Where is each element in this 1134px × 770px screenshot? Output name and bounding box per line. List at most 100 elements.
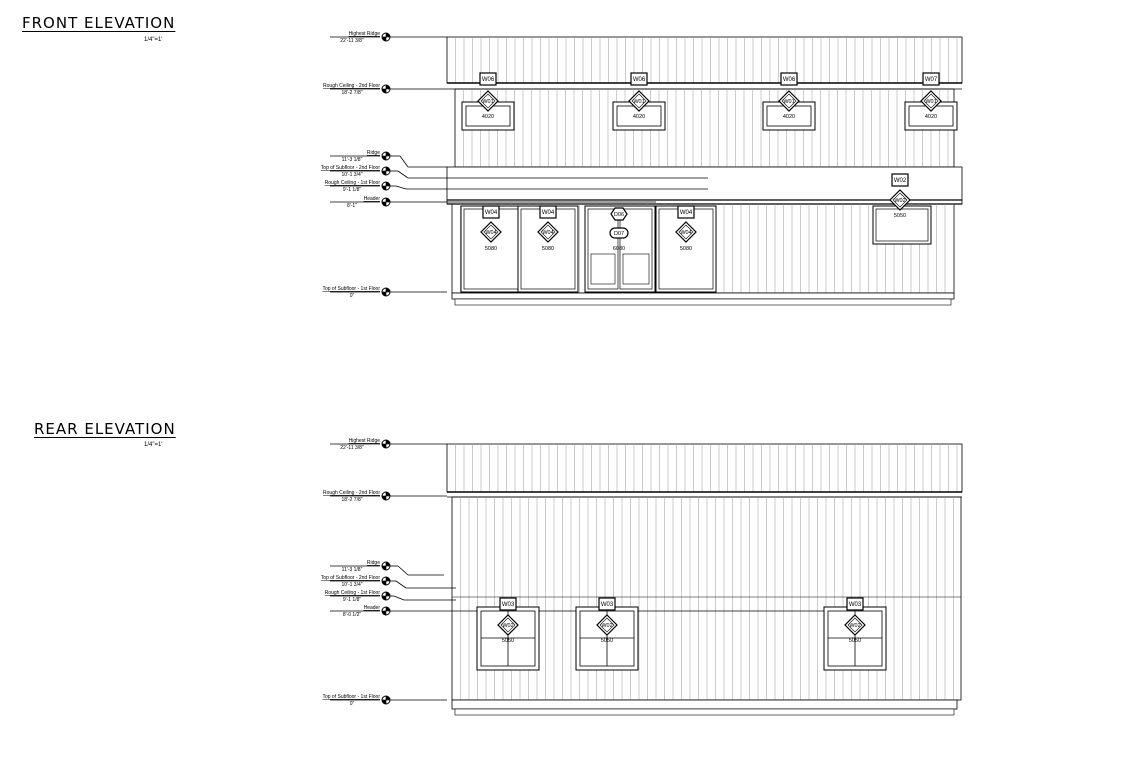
window-tag-text: W03 (849, 602, 862, 608)
level-value: 18'-2 7/8" (341, 497, 362, 503)
level-name: Top of Subfloor - 2nd Floor (321, 575, 381, 581)
window-tag-box (630, 72, 648, 86)
window-tag-text: W03 (502, 602, 515, 608)
window-type-text: W02 (894, 198, 905, 204)
front-roof (446, 36, 963, 84)
window-type-diamond (778, 90, 800, 112)
level-value: 11'-3 1/8" (342, 567, 363, 573)
level-value: 10'-1 3/4" (341, 582, 362, 588)
level-name: Rough Ceiling - 2nd Floor (323, 83, 380, 89)
rear-foundation (451, 699, 958, 710)
rear-elevation-scale: 1/4"=1' (144, 442, 163, 448)
window-tag-box (539, 205, 557, 219)
window-type-diamond-inner (483, 224, 499, 240)
window-frame (872, 205, 932, 245)
window-type-diamond (497, 614, 519, 636)
level-name: Rough Ceiling - 1st Floor (325, 590, 381, 596)
window-size: 5080 (542, 246, 554, 252)
level-name: Highest Ridge (349, 31, 381, 37)
window-size: 5050 (849, 638, 861, 644)
window-type-text: W02 (502, 623, 513, 629)
level-value: 0" (350, 293, 355, 299)
level-value: 11'-3 1/8" (342, 157, 363, 163)
window-size: 5080 (485, 246, 497, 252)
level-value: 0" (350, 701, 355, 707)
level-name: Top of Subfloor - 2nd Floor (321, 165, 381, 171)
level-value: 8'-0 1/2" (343, 612, 362, 618)
level-value: 18'-2 7/8" (341, 90, 362, 96)
door-tag-text: D06 (614, 212, 624, 218)
window-type-diamond (477, 90, 499, 112)
level-line-b (395, 185, 407, 190)
window-type-diamond (596, 614, 618, 636)
door-size: 6080 (613, 246, 625, 252)
window-tag-box (499, 597, 517, 611)
level-name: Rough Ceiling - 1st Floor (325, 180, 381, 186)
window-size: 5080 (680, 246, 692, 252)
window-type-diamond-inner (678, 224, 694, 240)
window-size: 4020 (925, 114, 937, 120)
window-type-diamond-inner (781, 93, 797, 109)
window-type-diamond-inner (540, 224, 556, 240)
level-value: 22'-11 3/8" (340, 445, 364, 451)
door-leaf-right (619, 208, 653, 290)
window-type-diamond-inner (847, 617, 863, 633)
window-type-diamond (675, 221, 697, 243)
level-name: Rough Ceiling - 2nd Floor (323, 490, 380, 496)
level-value: 9'-1 1/8" (343, 597, 362, 603)
level-line-b (397, 565, 409, 576)
window-tag-text: W07 (925, 77, 938, 83)
window-type-diamond (844, 614, 866, 636)
level-name: Highest Ridge (349, 438, 381, 444)
door-panel-left (590, 253, 616, 285)
window-type-text: W04 (542, 230, 553, 236)
level-line-b (397, 170, 409, 179)
level-line-b (395, 580, 407, 589)
level-value: 9'-1 1/8" (343, 187, 362, 193)
window-glass (875, 208, 929, 242)
window-size: 5050 (601, 638, 613, 644)
siding-lines (455, 37, 958, 83)
window-tag-text: W06 (633, 77, 646, 83)
window-tag-text: W02 (894, 178, 907, 184)
window-tag-text: W04 (680, 210, 693, 216)
level-name: Header (364, 196, 381, 202)
window-tag-box (677, 205, 695, 219)
window-type-diamond (537, 221, 559, 243)
window-type-text: W04 (485, 230, 496, 236)
window-type-text: W01 (783, 99, 794, 105)
front-foundation (451, 292, 955, 300)
level-name: Ridge (367, 560, 380, 566)
front-upper-wall (454, 88, 955, 168)
window-tag-text: W06 (482, 77, 495, 83)
door-tag-hex (610, 207, 628, 221)
window-type-text: W01 (633, 99, 644, 105)
window-type-diamond-inner (923, 93, 939, 109)
level-marker: Ridge 11'-3 1/8" (330, 560, 444, 576)
window-type-diamond (480, 221, 502, 243)
level-name: Top of Subfloor - 1st Floor (322, 286, 380, 292)
front-footing (454, 298, 952, 306)
level-name: Top of Subfloor - 1st Floor (322, 694, 380, 700)
window-type-diamond-inner (480, 93, 496, 109)
window-type-text: W01 (925, 99, 936, 105)
